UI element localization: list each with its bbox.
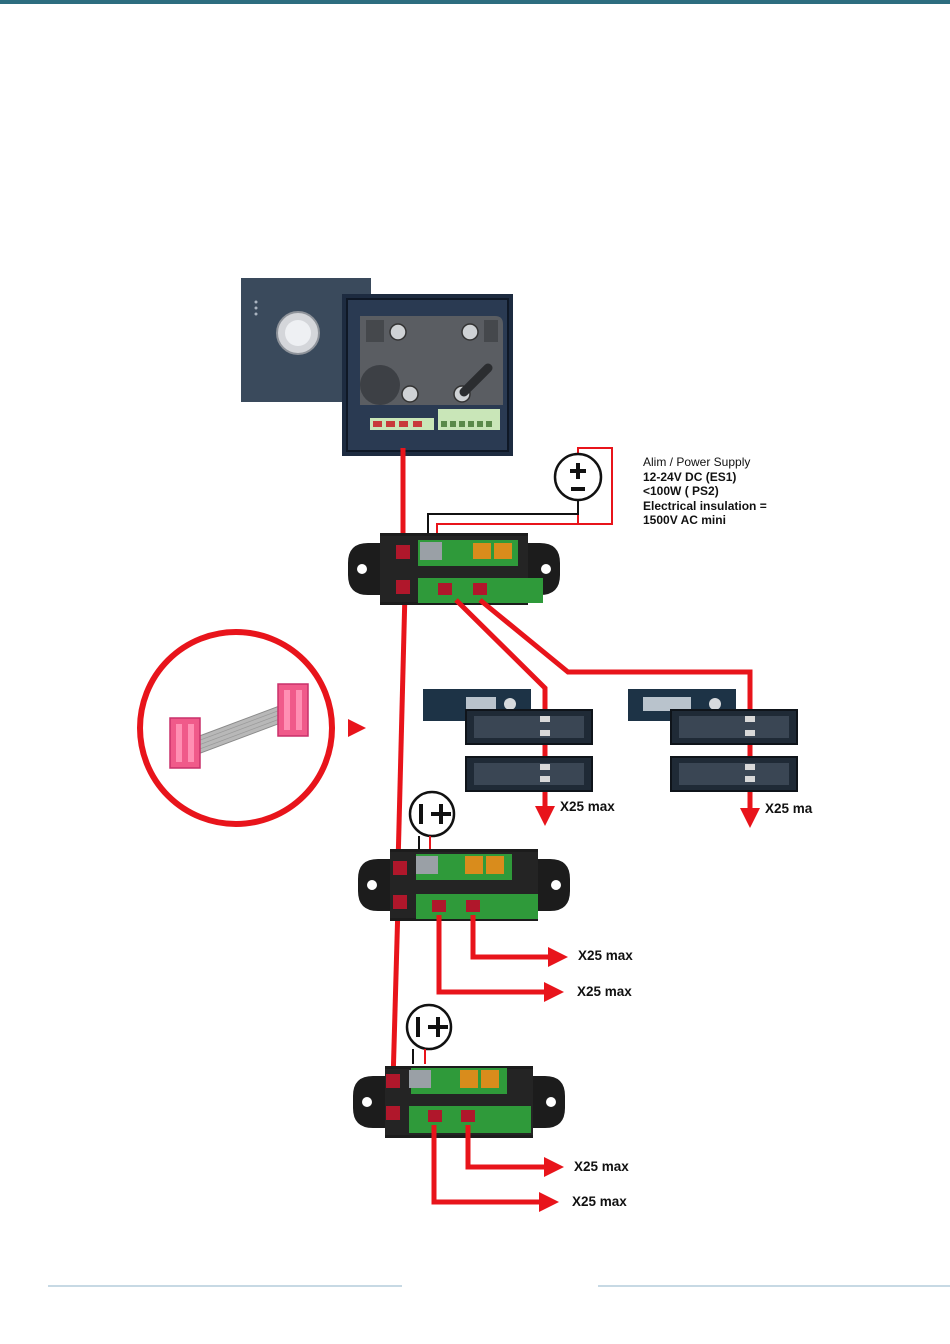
output-label-chain-left: X25 max [560,799,615,814]
cable-module2-output-lower [439,915,556,992]
output-label-module2-lower: X25 max [577,984,632,999]
output-label-chain-right: X25 ma [765,801,812,816]
intercom-rear-module [342,294,513,456]
bus-cable-module1-to-module2 [398,592,405,865]
output-label-module3-upper: X25 max [574,1159,629,1174]
pushbutton-chain-left [423,689,592,791]
note-line-5: 1500V AC mini [643,513,767,528]
pushbutton-chain-right [628,689,797,791]
output-label-module3-lower: X25 max [572,1194,627,1209]
distribution-module-1 [348,533,560,605]
power-supply-note: Alim / Power Supply 12-24V DC (ES1) <100… [643,455,767,528]
note-line-2: 12-24V DC (ES1) [643,470,767,485]
cable-module2-output-upper [473,915,560,957]
distribution-module-2 [358,849,570,921]
note-line-1: Alim / Power Supply [643,455,767,470]
power-symbol-module3 [407,1005,451,1064]
output-label-module2-upper: X25 max [578,948,633,963]
note-line-3: <100W ( PS2) [643,484,767,499]
power-supply-symbol [555,448,612,524]
distribution-module-3 [353,1066,565,1138]
power-symbol-module2 [410,792,454,853]
note-line-4: Electrical insulation = [643,499,767,514]
bus-cable-module2-to-module3 [393,905,398,1082]
ribbon-cable-callout [140,632,366,824]
